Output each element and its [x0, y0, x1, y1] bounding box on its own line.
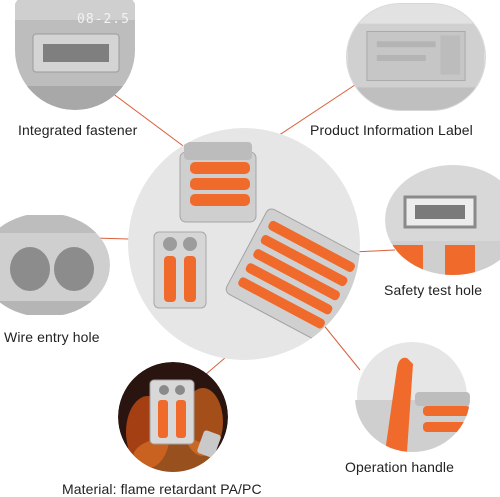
wire-entry-detail-circle [0, 215, 110, 315]
connectors-image [128, 128, 360, 360]
material-label: Material: flame retardant PA/PC [62, 481, 262, 497]
fastener-closeup-image [15, 0, 135, 110]
operation-label: Operation handle [345, 459, 455, 475]
leader-line-fastener [99, 83, 199, 158]
fastener-detail-circle: 08-2.5 [15, 0, 135, 110]
wire-entry-closeup-image [0, 215, 110, 315]
fastener-marking-text: 08-2.5 [77, 12, 130, 27]
wire-entry-label: Wire entry hole [4, 329, 100, 345]
safety-test-closeup-image [385, 165, 500, 275]
safety-test-label: Safety test hole [384, 282, 483, 298]
fastener-label: Integrated fastener [18, 122, 138, 138]
connector-group-circle [128, 128, 360, 360]
safety-test-detail-circle [385, 165, 500, 275]
material-detail-circle [118, 362, 228, 472]
product-info-closeup-image [347, 4, 485, 110]
product-info-detail-circle [346, 3, 486, 111]
product-info-label: Product Information Label [310, 122, 473, 138]
operation-detail-circle [355, 342, 470, 452]
material-closeup-image [118, 362, 228, 472]
operation-closeup-image [355, 342, 470, 452]
